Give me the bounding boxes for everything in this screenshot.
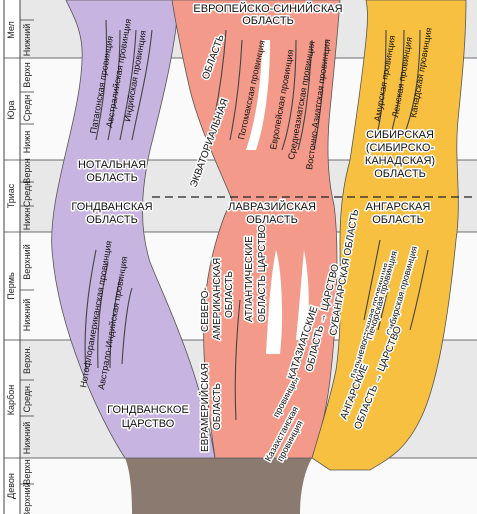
label-gondwana-kingdom: ГОНДВАНСКОЕ	[107, 404, 189, 416]
laurasia-branch	[171, 0, 341, 459]
period-perm: Пермь	[6, 272, 16, 300]
period-karbon: Карбон	[6, 385, 16, 415]
label-angara-region: АНГАРСКАЯ	[366, 201, 431, 213]
label-north-am-3: ОБЛАСТЬ	[224, 271, 235, 318]
label-north-am-2: АМЕРИКАНСКАЯ	[212, 258, 223, 340]
svg-text:Нижний: Нижний	[22, 24, 32, 57]
laurasia-gap-1	[246, 40, 270, 150]
label-gondwana-region-2: ОБЛАСТЬ	[86, 214, 138, 226]
label-atlantic: АТЛАНТИЧЕСКИЕ	[244, 236, 255, 322]
angara-branch	[311, 0, 467, 471]
label-atlantic-2: ОБЛАСТЬ ЦАРСТВО	[257, 224, 268, 322]
laurasia-streaks	[213, 29, 327, 421]
svg-text:Нижн: Нижн	[22, 131, 32, 154]
label-siberian-4: ОБЛАСТЬ	[374, 168, 426, 180]
svg-text:Нижн: Нижн	[22, 208, 32, 231]
label-gondwana-kingdom-2: ЦАРСТВО	[122, 418, 175, 430]
angara-streaks	[363, 29, 429, 331]
laurasia-gap-3	[296, 250, 309, 340]
label-notal: НОТАЛЬНАЯ	[78, 159, 146, 171]
svg-text:Нижний: Нижний	[22, 422, 32, 455]
svg-text:Средн: Средн	[22, 181, 32, 208]
label-euramerican: ЕВРАМЕРИЙСКАЯ	[198, 363, 211, 452]
label-laurasian-2: ОБЛАСТЬ	[246, 214, 298, 226]
label-north-am: СЕВЕРО-	[200, 287, 211, 332]
label-notal-2: ОБЛАСТЬ	[86, 172, 138, 184]
period-trias: Триас	[6, 183, 16, 208]
svg-text:Верхний: Верхний	[22, 244, 32, 279]
label-siberian-2: (СИБИРСКО-	[366, 142, 435, 154]
label-siberian-3: КАНАДСКАЯ)	[365, 155, 435, 167]
label-euro-sinian-2: ОБЛАСТЬ	[242, 15, 294, 27]
label-gondwana-region: ГОНДВАНСКАЯ	[71, 201, 152, 213]
sub-epoch-labels: Нижний Верхн Средн Нижн Верхн Средн Нижн…	[22, 24, 32, 514]
gondwana-streaks	[84, 19, 153, 373]
svg-text:Верхн: Верхн	[22, 158, 32, 183]
base-trunk	[125, 458, 312, 514]
period-yura: Юра	[6, 100, 16, 119]
svg-text:Нижний: Нижний	[22, 299, 32, 332]
svg-text:Верхн: Верхн	[22, 459, 32, 484]
label-euramerican-2: ОБЛАСТЬ	[212, 383, 223, 430]
label-laurasian: ЛАВРАЗИЙСКАЯ	[228, 200, 316, 213]
svg-text:Верхн: Верхн	[22, 62, 32, 87]
laurasia-gap-2	[266, 250, 283, 354]
svg-text:Средн: Средн	[22, 95, 32, 122]
period-devon: Девон	[6, 473, 16, 499]
period-mel: Мел	[6, 21, 16, 39]
svg-text:Верхний: Верхний	[22, 482, 32, 514]
label-siberian: СИБИРСКАЯ	[366, 129, 434, 141]
label-euro-sinian: ЕВРОПЕЙСКО-СИНИЙСКАЯ	[193, 2, 342, 15]
gondwana-branch	[51, 0, 216, 459]
svg-text:Средн.: Средн.	[22, 383, 32, 412]
svg-text:Верхн.: Верхн.	[22, 346, 32, 374]
label-angara-region-2: ОБЛАСТЬ	[372, 214, 424, 226]
